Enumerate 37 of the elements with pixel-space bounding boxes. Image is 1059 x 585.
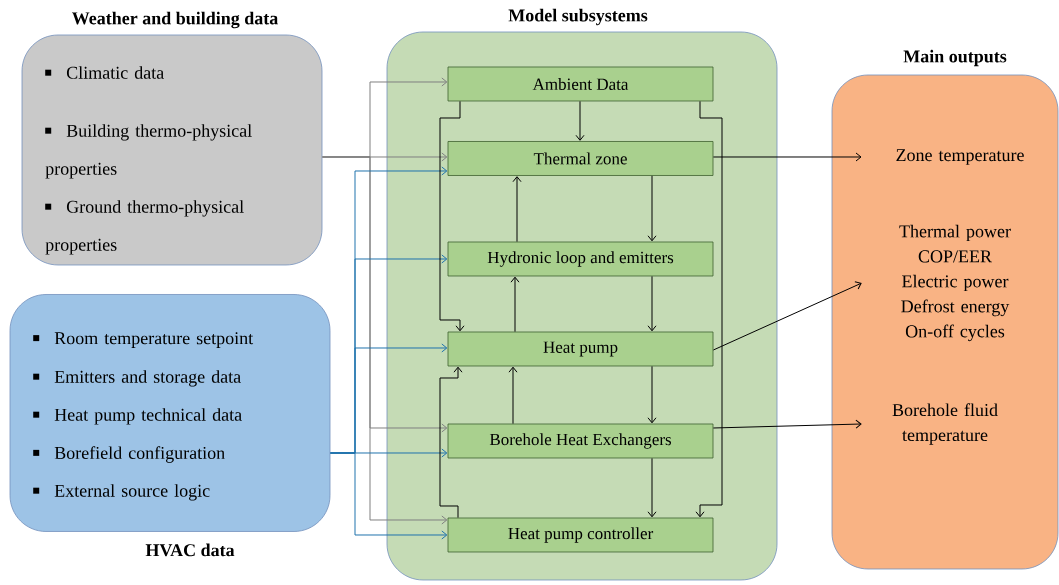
arrow: [647, 275, 657, 332]
subsystem-box: Borehole Heat Exchangers: [447, 423, 714, 459]
panel-heading: Weather and building data: [72, 11, 278, 29]
arrow: [647, 175, 657, 242]
arrow: [712, 419, 862, 429]
bullet-item: Emitters and storage data: [33, 370, 241, 387]
bullet-item: Borefield configuration: [33, 446, 225, 463]
bullet-item: Climatic data: [45, 66, 164, 79]
arrow: [510, 276, 520, 333]
subsystem-box: Heat pump: [447, 331, 714, 367]
arrow: [695, 100, 723, 518]
arrow: [712, 152, 862, 162]
output-text: Borehole fluid temperature: [892, 403, 998, 445]
arrow: [647, 457, 657, 518]
subsystem-box: Hydronic loop and emitters: [447, 241, 714, 277]
bullet-item: External source logic: [33, 484, 210, 501]
arrow: [329, 452, 448, 540]
subsystem-box: Ambient Data: [447, 66, 714, 102]
arrow: [647, 365, 657, 424]
bullet-item: Heat pump technical data: [33, 408, 242, 425]
bullet-item: Building thermo-physical properties: [45, 124, 252, 179]
arrow: [439, 366, 463, 519]
output-text: Zone temperature: [896, 149, 1024, 165]
panel-heading: Model subsystems: [508, 8, 648, 26]
panel-heading: HVAC data: [145, 543, 235, 557]
arrow: [508, 366, 518, 425]
subsystem-box: Thermal zone: [447, 141, 714, 176]
panel-heading: Main outputs: [903, 49, 1007, 67]
arrow: [575, 100, 585, 141]
bullet-item: Room temperature setpoint: [33, 332, 254, 348]
arrow: [712, 281, 862, 351]
bullet-item: Ground thermo-physical properties: [45, 200, 244, 255]
arrow: [439, 100, 465, 332]
arrow: [321, 156, 448, 525]
subsystem-box: Heat pump controller: [447, 517, 714, 553]
arrow: [512, 176, 522, 243]
output-text: Thermal power COP/EER Electric power Defrost energy On-off cycles: [899, 224, 1011, 342]
